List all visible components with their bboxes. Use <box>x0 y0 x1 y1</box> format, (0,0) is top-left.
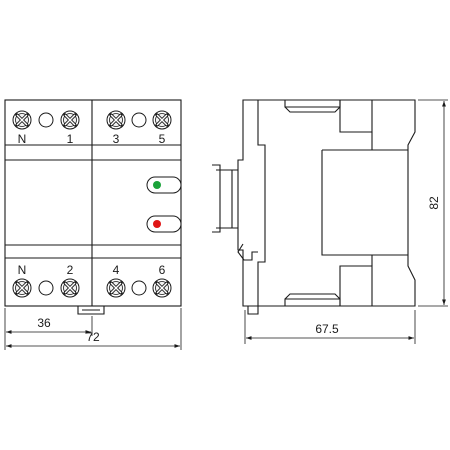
bottom-terminal-labels: N 2 4 6 <box>18 263 166 277</box>
led-housing-lower <box>146 215 182 233</box>
cable-hole <box>38 112 54 128</box>
dimension-label-width-half: 36 <box>37 316 51 330</box>
dimension-label-depth: 67.5 <box>315 322 339 336</box>
top-cap <box>284 100 341 108</box>
terminal-label: N <box>18 263 27 277</box>
side-clip <box>237 243 258 261</box>
led-housing-upper <box>146 176 182 194</box>
bottom-cap <box>284 298 341 306</box>
terminal-group <box>12 110 172 298</box>
side-view <box>212 99 416 315</box>
cable-hole <box>131 280 147 296</box>
terminal-screw-icon <box>12 278 32 298</box>
cable-hole <box>38 280 54 296</box>
terminal-screw-icon <box>106 110 126 130</box>
terminal-label: 2 <box>67 263 74 277</box>
terminal-label: 3 <box>113 132 120 146</box>
terminal-label: 5 <box>159 132 166 146</box>
top-terminal-labels: N 1 3 5 <box>18 132 166 146</box>
terminal-screw-icon <box>60 110 80 130</box>
cable-hole <box>131 112 147 128</box>
din-rail-outer <box>212 164 221 233</box>
side-profile-outline <box>237 99 416 307</box>
terminal-label: 1 <box>67 132 74 146</box>
terminal-screw-icon <box>12 110 32 130</box>
side-dimensions <box>244 99 448 344</box>
din-rail-inner <box>216 169 233 229</box>
terminal-label: 4 <box>113 263 120 277</box>
terminal-screw-icon <box>60 278 80 298</box>
top-cap-chamfer <box>284 106 341 113</box>
upper-step <box>339 100 373 133</box>
red-led-icon <box>153 220 161 228</box>
dimension-label-width-total: 72 <box>86 330 100 344</box>
body-block <box>321 150 408 256</box>
front-dimensions <box>4 308 182 350</box>
side-front-face <box>257 100 266 306</box>
terminal-screw-icon <box>152 110 172 130</box>
green-led-icon <box>153 181 161 189</box>
din-clip <box>77 306 105 315</box>
lower-step <box>339 265 373 306</box>
terminal-label: N <box>18 132 27 146</box>
bottom-cap-chamfer <box>284 293 341 300</box>
side-bottom-latch <box>247 306 259 315</box>
din-rail-lips <box>232 169 238 229</box>
indicator-group <box>146 176 182 233</box>
terminal-label: 6 <box>159 263 166 277</box>
front-housing <box>4 99 182 307</box>
terminal-screw-icon <box>106 278 126 298</box>
dimension-label-height: 82 <box>427 196 441 210</box>
terminal-screw-icon <box>152 278 172 298</box>
front-view <box>4 99 182 315</box>
